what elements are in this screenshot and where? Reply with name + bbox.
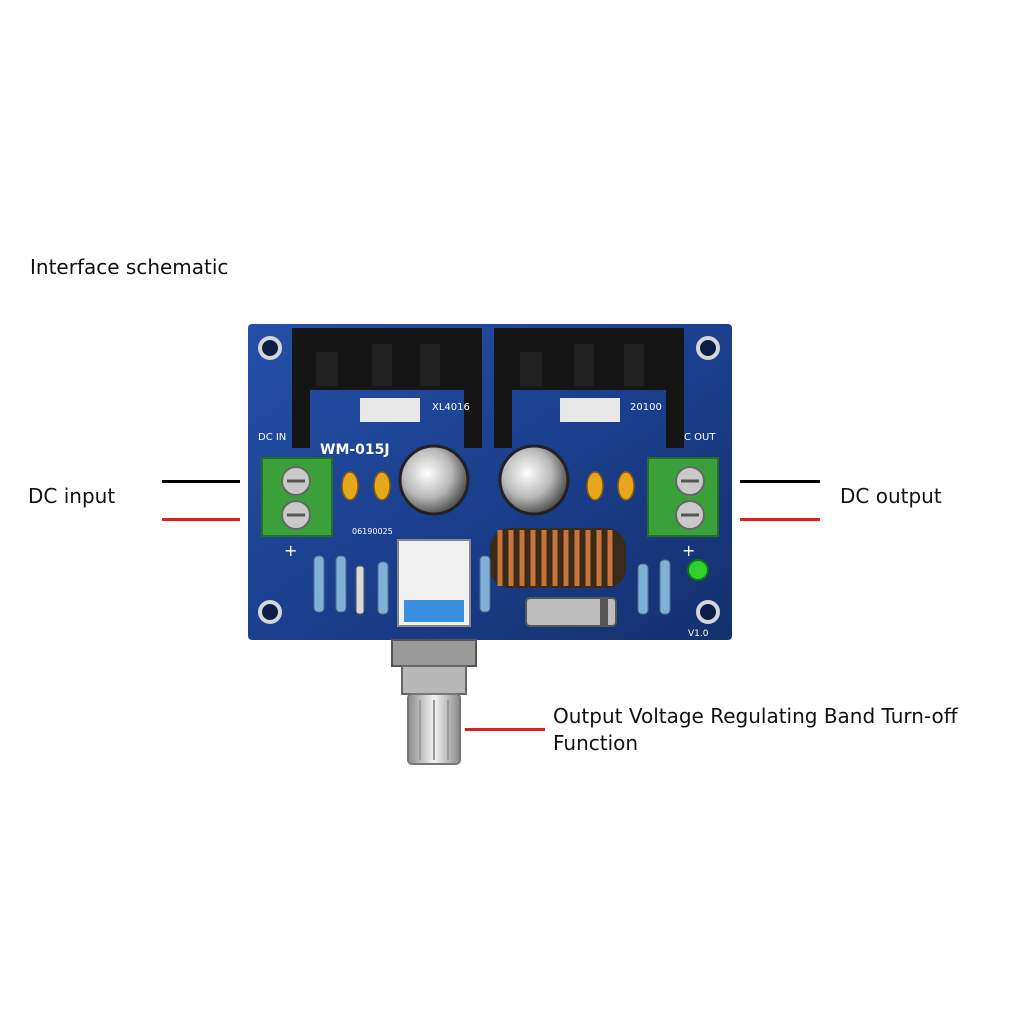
mounting-holes — [258, 336, 720, 624]
potentiometer-label: Output Voltage Regulating Band Turn-off … — [553, 703, 993, 757]
potentiometer-label-line1: Output Voltage Regulating Band Turn-off — [553, 704, 958, 728]
small-diode — [355, 565, 365, 615]
diode — [525, 597, 617, 627]
silk-dc-in: DC IN — [258, 432, 286, 443]
diagram-title: Interface schematic — [30, 255, 229, 279]
status-led — [687, 559, 709, 581]
dc-output-negative-lead — [740, 480, 820, 483]
dc-input-label: DC input — [28, 484, 116, 508]
dc-output-label: DC output — [840, 484, 942, 508]
silk-dc-out: C OUT — [684, 432, 716, 443]
silk-model: WM-015J — [320, 442, 390, 458]
capacitor-right — [498, 444, 570, 516]
potentiometer-lead — [465, 728, 545, 731]
output-terminal-block — [647, 457, 719, 537]
silk-version: V1.0 — [688, 629, 709, 639]
ic-right — [560, 398, 620, 422]
heatsink-right — [494, 328, 684, 448]
potentiometer-label-line2: Function — [553, 731, 639, 755]
capacitor-left — [398, 444, 470, 516]
ic-left — [360, 398, 420, 422]
silk-serial: 06190025 — [352, 527, 393, 536]
toroid-inductor — [490, 528, 626, 588]
silk-plus-right: + — [682, 541, 695, 560]
ceramic-capacitors — [341, 471, 635, 501]
pcb-body — [248, 324, 732, 640]
dc-input-positive-lead — [162, 518, 240, 521]
silk-plus-left: + — [284, 541, 297, 560]
dc-output-positive-lead — [740, 518, 820, 521]
dc-input-negative-lead — [162, 480, 240, 483]
input-terminal-block — [261, 457, 333, 537]
silk-ic-left: XL4016 — [432, 402, 470, 413]
heatsink-left — [292, 328, 482, 448]
potentiometer — [391, 539, 477, 765]
resistors — [313, 555, 671, 615]
silk-ic-right: 20100 — [630, 402, 662, 413]
